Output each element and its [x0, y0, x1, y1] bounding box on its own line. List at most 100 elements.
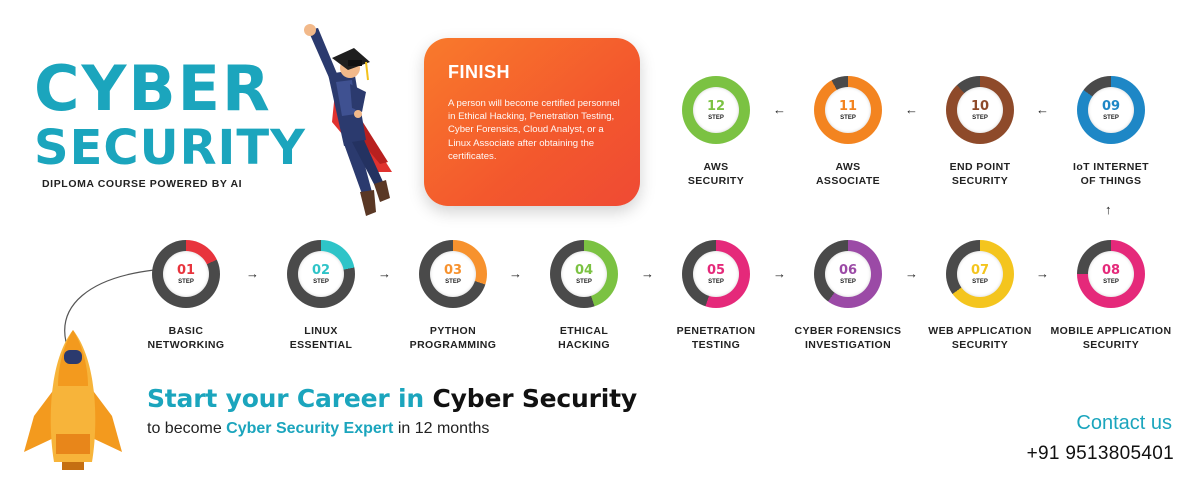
step-label-line2: SECURITY: [951, 175, 1009, 188]
step-number: 09: [1101, 98, 1121, 114]
arrow-right-icon: →: [509, 266, 522, 281]
step-word: STEP: [313, 278, 329, 285]
step-label-line2: SECURITY: [951, 339, 1009, 352]
graduate-superhero-icon: [304, 24, 392, 216]
step-label-line2: TESTING: [691, 339, 741, 352]
course-subtitle: DIPLOMA COURSE POWERED BY AI: [42, 178, 243, 190]
step-word: STEP: [576, 278, 592, 285]
step-word: STEP: [840, 114, 856, 121]
step-word: STEP: [708, 278, 724, 285]
career-subline-pre: to become: [147, 420, 222, 437]
step-number: 04: [574, 262, 594, 278]
career-subline: to become Cyber Security Expert in 12 mo…: [147, 420, 489, 438]
arrow-right-icon: →: [905, 266, 918, 281]
arrow-left-icon: ←: [1036, 102, 1049, 117]
step-label: BASIC NETWORKING: [116, 324, 256, 353]
finish-title: FINISH: [448, 62, 511, 82]
step-label-line2: ASSOCIATE: [815, 175, 881, 188]
contact-phone-link[interactable]: +91 9513805401: [1026, 443, 1174, 464]
step-label-line1: PYTHON: [429, 325, 477, 337]
step-word: STEP: [708, 114, 724, 121]
arrow-right-icon: →: [378, 266, 391, 281]
step-label: CYBER FORENSICS INVESTIGATION: [778, 324, 918, 353]
finish-card: FINISH A person will become certified pe…: [424, 38, 640, 206]
step-label-line2: PROGRAMMING: [409, 339, 497, 352]
step-word: STEP: [972, 114, 988, 121]
step-label-line1: CYBER FORENSICS: [794, 325, 902, 337]
step-label-line1: AWS: [835, 161, 861, 173]
arrow-left-icon: ←: [905, 102, 918, 117]
step-number: 10: [970, 98, 990, 114]
step-label-line1: MOBILE APPLICATION: [1050, 325, 1172, 337]
step-label: MOBILE APPLICATION SECURITY: [1041, 324, 1181, 353]
step-label: WEB APPLICATION SECURITY: [910, 324, 1050, 353]
step-number: 06: [838, 262, 858, 278]
career-subline-post: in 12 months: [397, 420, 490, 437]
contact-label: Contact us: [1076, 412, 1172, 434]
step-label-line1: WEB APPLICATION: [928, 325, 1032, 337]
step-label-line1: LINUX: [304, 325, 338, 337]
step-label-line1: ETHICAL: [559, 325, 609, 337]
title-cyber: CYBER: [34, 52, 272, 125]
step-number: 02: [311, 262, 331, 278]
career-headline-accent: Start your Career in: [147, 384, 424, 413]
step-label-line2: SECURITY: [687, 175, 745, 188]
step-word: STEP: [840, 278, 856, 285]
step-word: STEP: [972, 278, 988, 285]
step-label-line1: PENETRATION: [676, 325, 756, 337]
arrow-right-icon: →: [1036, 266, 1049, 281]
rocket-icon: [24, 269, 155, 470]
step-word: STEP: [1103, 114, 1119, 121]
arrow-right-icon: →: [246, 266, 259, 281]
step-label-line2: SECURITY: [1082, 339, 1140, 352]
step-label: AWS ASSOCIATE: [778, 160, 918, 189]
arrow-right-icon: →: [641, 266, 654, 281]
step-label-line2: ESSENTIAL: [289, 339, 353, 352]
step-label-line1: IoT INTERNET: [1073, 161, 1149, 173]
arrow-up-icon: ↑: [1105, 202, 1112, 217]
step-number: 07: [970, 262, 990, 278]
step-label-line2: INVESTIGATION: [804, 339, 892, 352]
step-label: PYTHON PROGRAMMING: [383, 324, 523, 353]
step-label: AWS SECURITY: [646, 160, 786, 189]
title-security: SECURITY: [34, 120, 306, 176]
step-number: 03: [443, 262, 463, 278]
step-label-line1: BASIC: [168, 325, 204, 337]
step-label: LINUX ESSENTIAL: [251, 324, 391, 353]
career-headline-dark: Cyber Security: [432, 384, 638, 413]
step-label-line2: NETWORKING: [147, 339, 225, 352]
step-number: 12: [706, 98, 726, 114]
step-label-line2: OF THINGS: [1080, 175, 1142, 188]
step-label-line1: AWS: [703, 161, 729, 173]
step-label-line2: HACKING: [558, 339, 610, 352]
step-word: STEP: [445, 278, 461, 285]
arrow-left-icon: ←: [773, 102, 786, 117]
step-number: 05: [706, 262, 726, 278]
step-label: IoT INTERNET OF THINGS: [1041, 160, 1181, 189]
step-label: PENETRATION TESTING: [646, 324, 786, 353]
step-label: ETHICAL HACKING: [514, 324, 654, 353]
